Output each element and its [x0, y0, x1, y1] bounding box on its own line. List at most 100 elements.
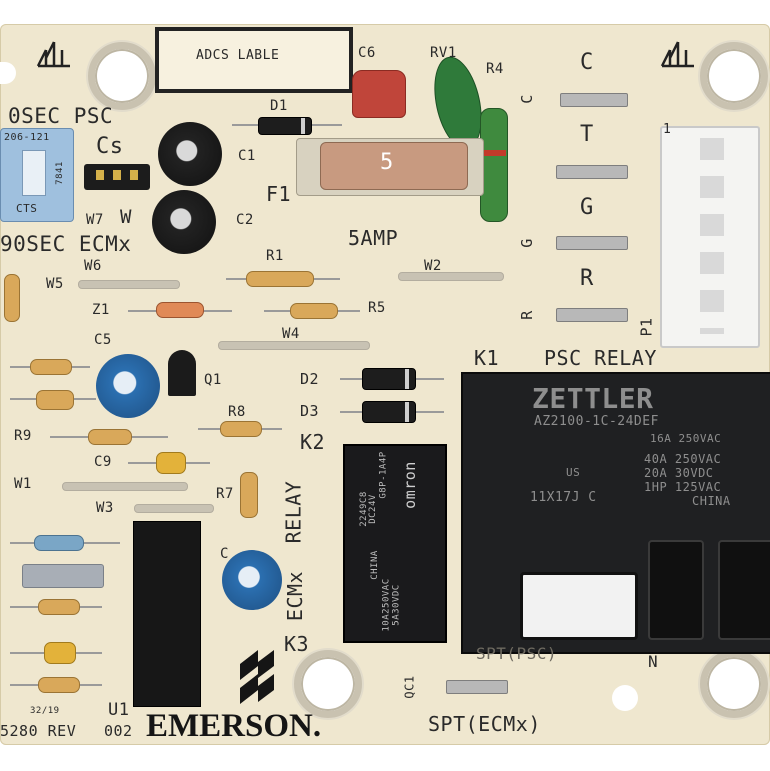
- small-hole-bottom: [612, 685, 638, 711]
- mounting-hole-top-left: [88, 42, 156, 110]
- mounting-hole-bottom-right: [700, 650, 768, 718]
- k3-model: G8P-1A4P: [378, 451, 389, 499]
- diode-d3: [362, 401, 416, 423]
- k3-brand: omron: [400, 461, 419, 509]
- resistor-left-3: [38, 599, 80, 615]
- component-gray-block: [22, 564, 104, 588]
- label-0sec-psc: 0SEC PSC: [8, 104, 114, 128]
- resistor-left-vertical: [4, 274, 20, 322]
- terminal-t: [556, 165, 628, 179]
- terminal-qc1: [446, 680, 508, 694]
- label-w5: W5: [46, 276, 64, 292]
- zener-z1: [156, 302, 204, 318]
- label-spt-psc: SPT(PSC): [476, 644, 558, 663]
- k1-rating-2: 40A 250VAC: [644, 452, 722, 466]
- label-c9: C9: [94, 454, 112, 470]
- label-r8: R8: [228, 404, 246, 420]
- resistor-r4: [480, 108, 508, 222]
- wire-jumper-w3: [134, 504, 214, 513]
- resistor-blue: [34, 535, 84, 551]
- label-r5: R5: [368, 300, 386, 316]
- label-t-terminal: T: [580, 122, 594, 147]
- label-c5: C5: [94, 332, 112, 348]
- label-d1: D1: [270, 98, 288, 114]
- label-cs: Cs: [96, 134, 124, 159]
- label-relay: RELAY: [281, 480, 306, 544]
- terminal-c: [560, 93, 628, 107]
- terminal-g: [556, 236, 628, 250]
- resistor-left-1: [30, 359, 72, 375]
- capacitor-left-yellow: [44, 642, 76, 664]
- label-k2: K2: [300, 430, 326, 454]
- label-z1: Z1: [92, 302, 110, 318]
- capacitor-c9: [156, 452, 186, 474]
- label-ecmx: ECMx: [283, 570, 308, 622]
- p1-connector-pins: [700, 138, 724, 334]
- wire-jumper-w2: [398, 272, 504, 281]
- transistor-q1: [168, 350, 196, 396]
- label-k1: K1: [474, 346, 500, 370]
- label-c-capacitor: C: [220, 546, 229, 562]
- timer-switch-code: 7841: [54, 161, 65, 185]
- label-r1: R1: [266, 248, 284, 264]
- label-psc-relay: PSC RELAY: [544, 346, 657, 370]
- wire-jumper-w5: [78, 280, 180, 289]
- capacitor-c1: [158, 122, 222, 186]
- k3-lot: 2249C8: [358, 491, 369, 527]
- mounting-hole-top-right: [700, 42, 768, 110]
- k3-rating-1: 5A30VDC: [391, 584, 402, 626]
- resistor-left-2: [36, 390, 74, 410]
- label-pin1: 1: [663, 122, 672, 137]
- mounting-hole-bottom-center: [294, 650, 362, 718]
- label-g-terminal: G: [580, 195, 594, 220]
- k3-coil: DC24V: [367, 494, 378, 524]
- label-c-terminal: C: [580, 50, 594, 75]
- small-hole-left: [0, 62, 16, 84]
- label-qc1: QC1: [402, 675, 417, 699]
- diode-d1: [258, 117, 312, 135]
- k1-lot: 11X17J C: [530, 490, 597, 505]
- wire-jumper-w4: [218, 341, 370, 350]
- terminal-r: [556, 308, 628, 322]
- fuse-value: 5: [380, 150, 394, 175]
- label-c-side: C: [517, 94, 536, 104]
- label-rev-date: 32/19: [30, 706, 60, 716]
- label-c2: C2: [236, 212, 254, 228]
- resistor-r7: [240, 472, 258, 518]
- label-u1: U1: [108, 700, 130, 720]
- k1-model: AZ2100-1C-24DEF: [534, 414, 659, 429]
- label-p1: P1: [637, 317, 656, 337]
- label-q1: Q1: [204, 372, 222, 388]
- label-d3: D3: [300, 402, 320, 420]
- capacitor-c5: [96, 354, 160, 418]
- label-r-terminal: R: [580, 266, 594, 291]
- resistor-r9: [88, 429, 132, 445]
- resistor-left-4: [38, 677, 80, 693]
- label-spt-ecmx: SPT(ECMx): [428, 712, 541, 736]
- k1-rating-4: 1HP 125VAC: [644, 480, 722, 494]
- label-n: N: [648, 652, 659, 671]
- timer-switch-actuator[interactable]: [22, 150, 46, 196]
- label-g-side: G: [517, 238, 536, 248]
- diode-d2: [362, 368, 416, 390]
- label-w2: W2: [424, 258, 442, 274]
- label-r-side: R: [517, 310, 536, 320]
- wire-jumper-w1: [62, 482, 188, 491]
- label-rev-number: 002: [104, 722, 133, 740]
- capacitor-c6: [352, 70, 406, 118]
- label-w: W: [120, 206, 132, 228]
- k1-rating-3: 20A 30VDC: [644, 466, 714, 480]
- label-part-rev: 5280 REV: [0, 722, 77, 740]
- label-w7: W7: [86, 212, 104, 228]
- ground-symbol-right-icon: [660, 41, 694, 68]
- k1-terminal-right: [718, 540, 770, 640]
- resistor-r5: [290, 303, 338, 319]
- emerson-wordmark: EMERSON.: [146, 708, 322, 744]
- resistor-r8: [220, 421, 262, 437]
- label-w1: W1: [14, 476, 32, 492]
- ic-u1: [126, 521, 208, 707]
- emerson-logo-icon: [240, 650, 274, 704]
- label-f1: F1: [266, 182, 292, 206]
- k1-terminal-left: [520, 572, 638, 640]
- k3-rating-2: 10A250VAC: [381, 578, 392, 632]
